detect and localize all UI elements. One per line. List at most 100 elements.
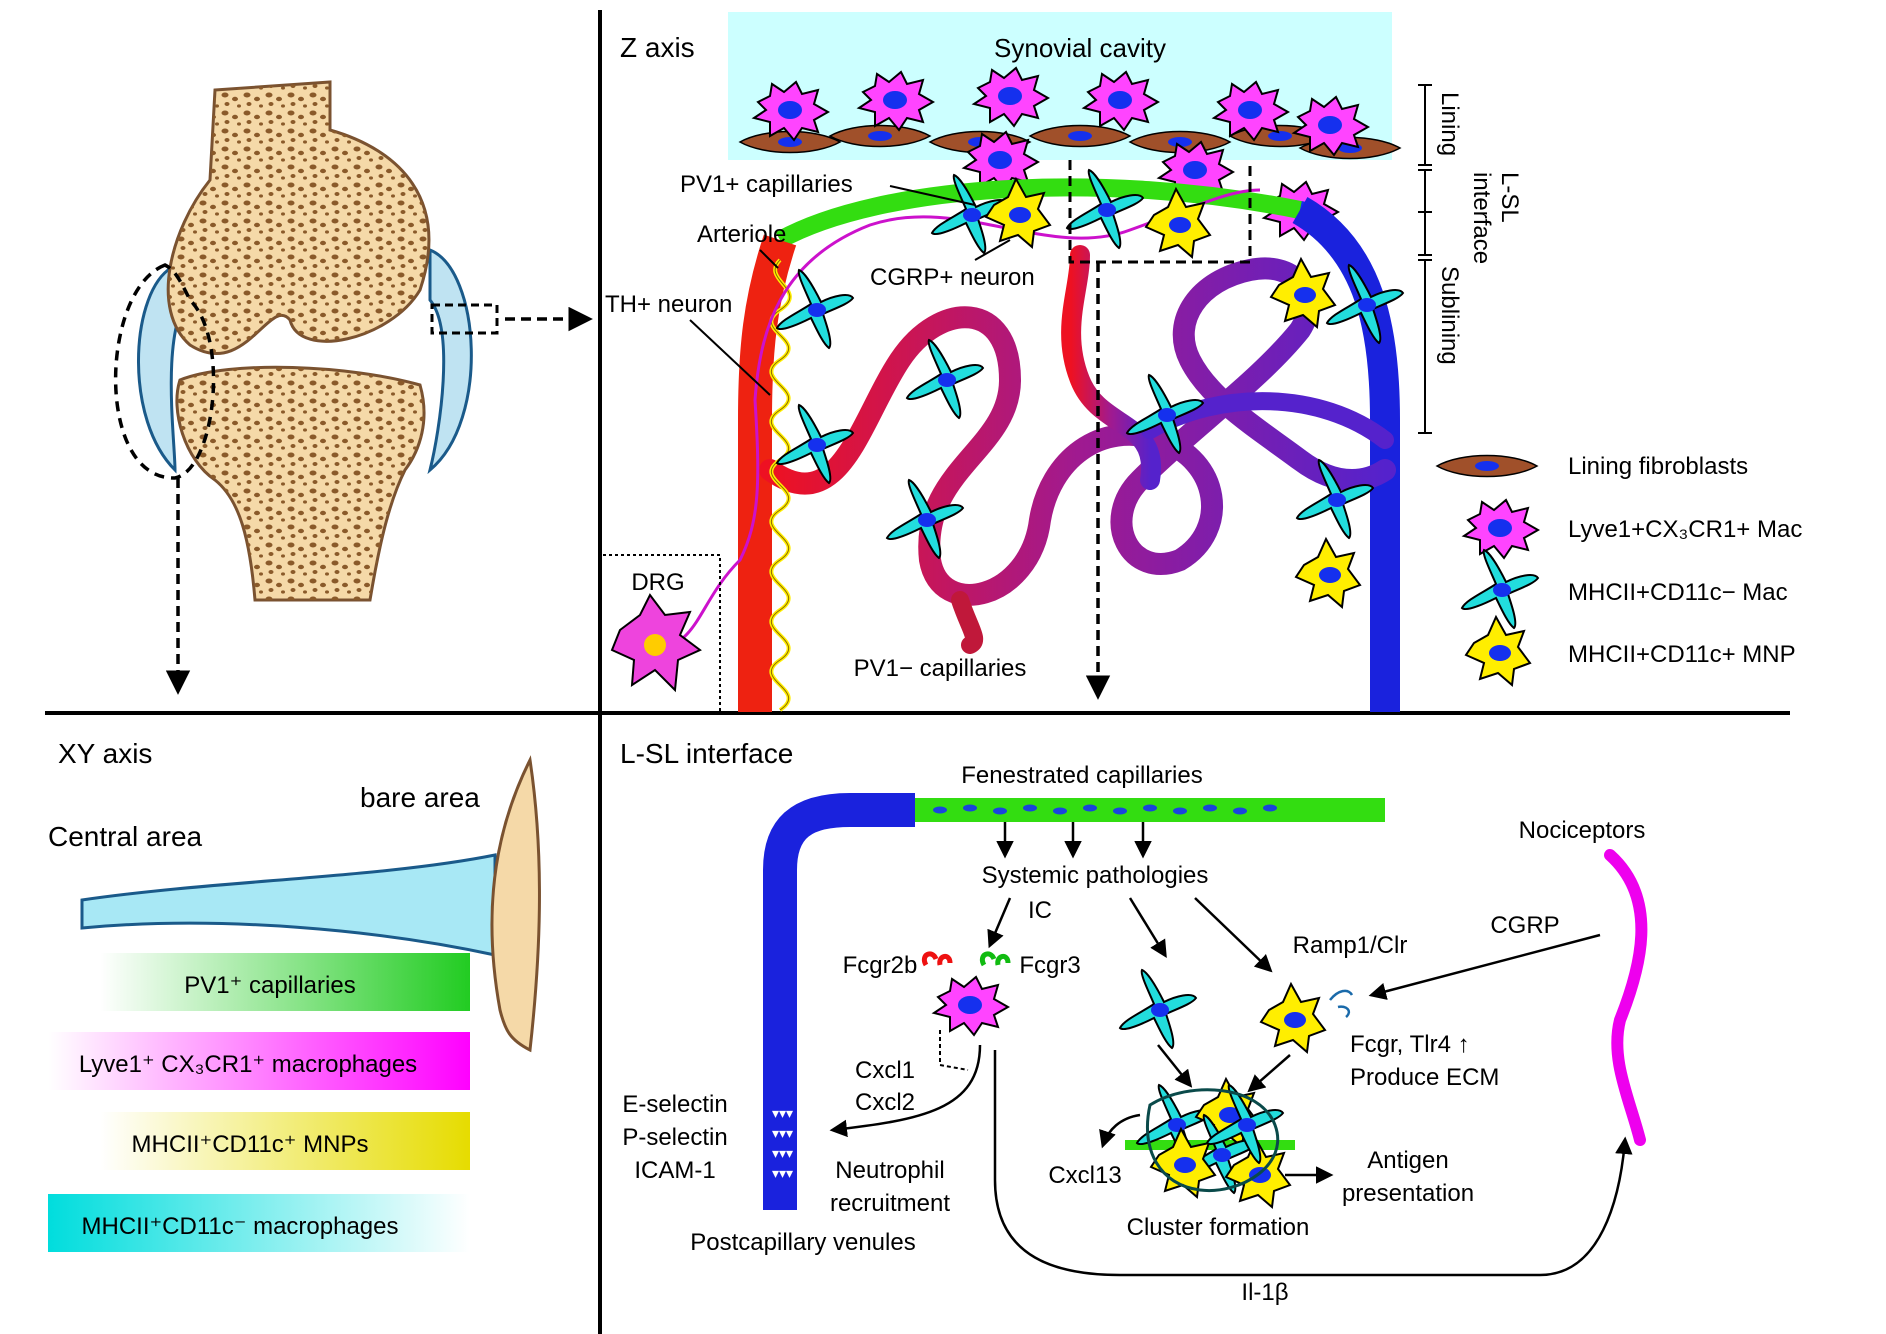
produce-ecm-label: Produce ECM [1350,1064,1499,1091]
bone-edge [490,755,541,1053]
il1b-label: Il-1β [1241,1279,1288,1306]
synovium-cross-section [80,755,541,1053]
cxcl13-arrow [1099,1113,1141,1149]
legend-label-lyve1: Lyve1+CX₃CR1+ Mac [1568,516,1802,543]
tortuous-capillary [759,257,1396,606]
arteriole-label: Arteriole [697,221,786,248]
mnp-gradient-label: MHCII⁺CD11c⁺ MNPs [132,1131,369,1158]
capillary-fenestrae [933,804,1277,815]
cxcl1-label: Cxcl1 [855,1057,915,1084]
pv1-capillaries-label: PV1+ capillaries [680,171,853,198]
svg-text:▾▾▾: ▾▾▾ [772,1125,793,1141]
pv1-gradient-label: PV1⁺ capillaries [184,972,355,999]
svg-text:▾▾▾: ▾▾▾ [772,1145,793,1161]
lining-layer-label: Lining [1436,92,1463,156]
z-region-outline [430,303,499,335]
fcgr2b-label: Fcgr2b [843,952,918,979]
lsl-layer-label-line1: L-SL [1496,172,1523,223]
layer-brackets [1418,84,1432,434]
fibroblast-icon [1436,454,1538,478]
z-axis-heading: Z axis [620,32,695,63]
th-neuron-label: TH+ neuron [605,291,732,318]
postcapillary-venule [763,793,915,1210]
ic-arrow [987,897,1012,949]
lyve1-macrophage-icon [1463,499,1539,559]
tortuous-capillary-end [951,591,984,654]
chemokine-arrow [829,1044,982,1138]
p-selectin-label: P-selectin [622,1124,727,1151]
fcgr-tlr4-label: Fcgr, Tlr4 ↑ [1350,1031,1470,1058]
mnp-icon [1465,616,1531,686]
bare-area-label: bare area [360,782,480,813]
to-mhcii-arrow [1128,897,1167,958]
tortuous-capillary-branch [1061,245,1162,490]
lsl-region-outline [1068,160,1252,264]
legend-label-mhcii: MHCII+CD11c− Mac [1568,579,1788,606]
pv1-capillary-arc [775,178,1302,248]
mhcii-gradient-bar [48,1194,470,1252]
femur-spongy [168,82,429,354]
cgrp-label: CGRP [1490,912,1559,939]
mhcii-macrophage-icon [1461,549,1539,629]
svg-text:▾▾▾: ▾▾▾ [772,1165,793,1181]
cell-cluster [1125,1078,1295,1208]
neutrophil-label-line1: Neutrophil [835,1157,944,1184]
synovium-membrane [80,853,497,957]
th-neuron-coil [769,258,792,712]
xy-axis-heading: XY axis [58,738,152,769]
synovial-cavity-label: Synovial cavity [994,33,1166,63]
to-mnp-arrow [1194,897,1273,973]
cgrp-leader-line [974,239,1011,261]
lsl-layer-label-line2: interface [1468,172,1495,264]
il1b-arrow [993,1050,1633,1277]
mhcii-gradient-label: MHCII⁺CD11c⁻ macrophages [82,1213,399,1240]
drg-neuron-icon [610,593,702,693]
cxcl2-label: Cxcl2 [855,1089,915,1116]
adhesion-molecules: ▾▾▾ ▾▾▾ ▾▾▾ ▾▾▾ [772,1105,793,1181]
arteriole-leader-line [759,249,779,269]
mhcii-macrophage [776,269,854,349]
neutrophil-label-line2: recruitment [830,1190,950,1217]
ecm-fibers [1145,1088,1279,1193]
lsl-heading: L-SL interface [620,738,793,769]
activated-mnp [1260,983,1326,1053]
icam1-label: ICAM-1 [634,1157,715,1184]
drg-label: DRG [631,569,684,596]
cgrp-neuron-label: CGRP+ neuron [870,264,1035,291]
pv1-negative-capillary-network [759,245,1396,654]
antigen-label-line2: presentation [1342,1180,1474,1207]
mhcii-macrophage [1119,969,1197,1049]
e-selectin-label: E-selectin [622,1091,727,1118]
ic-activated-macrophage [933,976,1009,1036]
central-area-label: Central area [48,821,203,852]
svg-text:▾▾▾: ▾▾▾ [772,1105,793,1121]
lyve1-gradient-label: Lyve1⁺ CX₃CR1⁺ macrophages [79,1051,417,1078]
nociceptor-fiber [1604,849,1648,1146]
th-neuron-outline [771,259,791,711]
ramp1-receptor-icon [1329,989,1354,1018]
fcgr3-receptor-icon [979,951,1011,967]
tibia-spongy [176,367,425,600]
to-cluster-arrow [1157,1044,1193,1088]
xy-region-outline [113,263,216,480]
ramp1-label: Ramp1/Clr [1293,932,1408,959]
cell-legend: Lining fibroblasts Lyve1+CX₃CR1+ Mac MHC… [1436,453,1802,686]
drg-box [603,554,721,712]
ic-label: IC [1028,897,1052,924]
th-neuron-leader-line [689,319,771,396]
cxcl13-label: Cxcl13 [1048,1162,1121,1189]
cluster-formation-label: Cluster formation [1127,1214,1310,1241]
to-cluster-arrow [1247,1054,1291,1093]
pv1-negative-capillaries-label: PV1− capillaries [854,655,1027,682]
nociceptors-label: Nociceptors [1519,817,1646,844]
postcapillary-venules-label: Postcapillary venules [690,1229,915,1256]
fcgr3-label: Fcgr3 [1019,952,1080,979]
legend-label-mnp: MHCII+CD11c+ MNP [1568,641,1796,668]
inhibitory-link [939,1030,969,1071]
systemic-pathologies-label: Systemic pathologies [982,862,1209,889]
legend-label-fibroblasts: Lining fibroblasts [1568,453,1748,480]
fenestrated-capillaries-label: Fenestrated capillaries [961,762,1202,789]
cgrp-arrow [1368,933,1601,1000]
pv1-leader-line [889,185,976,206]
